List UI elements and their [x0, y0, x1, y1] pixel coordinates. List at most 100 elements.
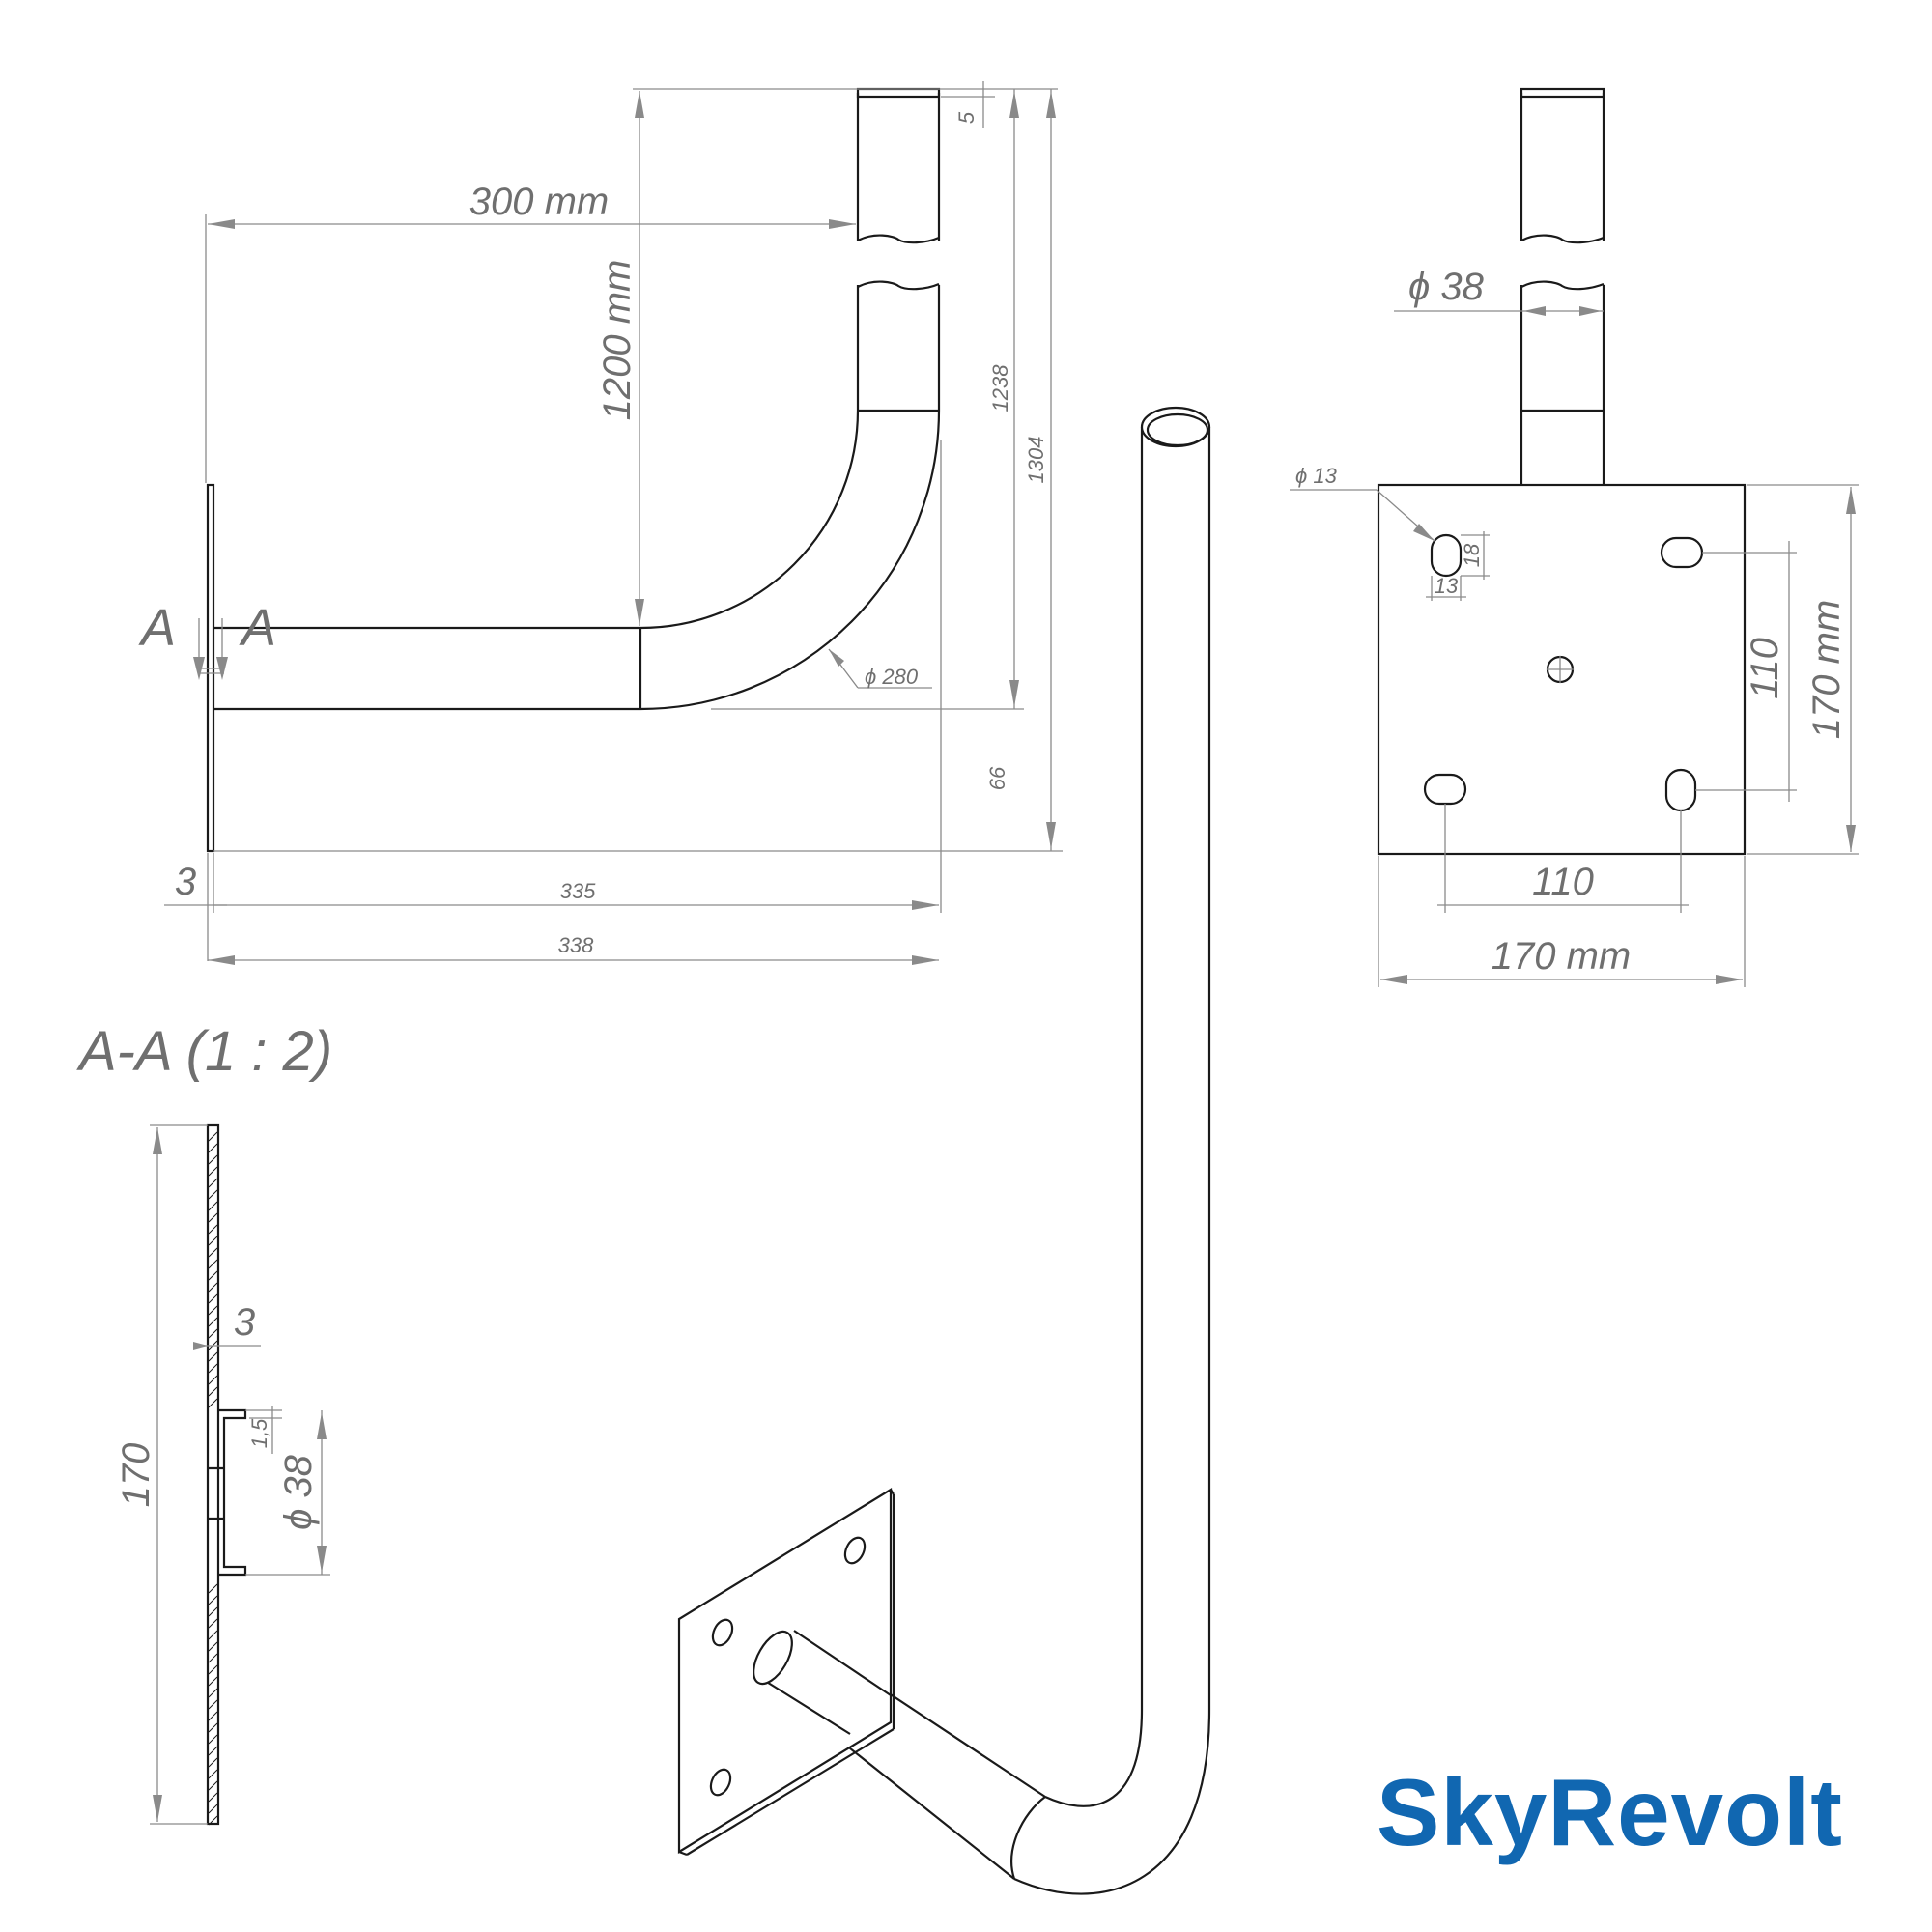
isometric-view	[677, 406, 1211, 1895]
hatch-line	[208, 1201, 218, 1211]
iso-hole-1	[711, 1618, 734, 1647]
hatch-line	[208, 1595, 218, 1605]
dim-plate-width-label: 170 mm	[1492, 935, 1632, 978]
front-tube-cap	[1520, 87, 1605, 99]
side-bend	[639, 410, 941, 711]
dim-cap-5-label: 5	[954, 111, 979, 124]
hatch-line	[208, 1606, 218, 1617]
hatch-line	[208, 1780, 218, 1791]
hatch-line	[208, 1293, 218, 1304]
side-vertical-tube-lower	[856, 285, 941, 411]
side-view: 300 mm 1200 mm 5 1238 1304 66 ϕ 280	[138, 81, 1063, 965]
hatch-line	[208, 1630, 218, 1640]
cut-marker-right: A	[239, 599, 276, 657]
hatch-line	[208, 1236, 218, 1246]
dim-338-label: 338	[558, 933, 594, 957]
front-mounting-plate	[1377, 483, 1747, 856]
hatch-line	[208, 1757, 218, 1768]
hatch-line	[208, 1143, 218, 1153]
dim-hole-13-label: ϕ 13	[1295, 464, 1338, 488]
iso-mast	[1140, 427, 1211, 1710]
side-break-lower	[857, 280, 940, 291]
dim-bend-280-label: ϕ 280	[865, 665, 919, 689]
hatch-line	[208, 1270, 218, 1281]
hatch-line	[208, 1769, 218, 1779]
brand-logo: SkyRevolt	[1377, 1759, 1843, 1865]
hatch-line	[208, 1247, 218, 1258]
hatch-line	[208, 1131, 218, 1142]
hatch-line	[208, 1676, 218, 1687]
hatch-line	[208, 1212, 218, 1223]
hatch-line	[208, 1259, 218, 1269]
section-plate	[206, 1123, 220, 1826]
iso-arm-root	[753, 1630, 793, 1686]
front-tube-lower	[1520, 285, 1605, 485]
hatch-line	[208, 1305, 218, 1316]
section-title: A-A (1 : 2)	[76, 1020, 332, 1083]
dim-hole-spacing-vertical-label: 110	[1744, 638, 1786, 699]
hatch-line	[208, 1815, 218, 1826]
cut-marker-left: A	[138, 599, 176, 657]
dim-slot-18-label: 18	[1460, 543, 1484, 567]
iso-bend-joint	[1010, 1796, 1046, 1880]
dim-1238-label: 1238	[988, 364, 1012, 412]
slot-bottom-right	[1664, 768, 1697, 812]
hatch-line	[208, 1317, 218, 1327]
hatch-line	[208, 1224, 218, 1235]
dim-335-label: 335	[560, 879, 596, 903]
section-diameter-label: ϕ 38	[277, 1454, 320, 1530]
iso-arm-stub	[764, 1630, 892, 1735]
hatch-line	[208, 1746, 218, 1756]
section-tube-stub	[218, 1408, 247, 1577]
hatch-line	[208, 1583, 218, 1594]
slot-top-right	[1660, 536, 1704, 569]
dim-1304-label: 1304	[1024, 437, 1048, 484]
hatch-line	[208, 1166, 218, 1177]
side-horizontal-arm	[213, 626, 640, 711]
section-view: A-A (1 : 2) 170 3 1,5 ϕ 38	[76, 1020, 332, 1826]
hatch-line	[208, 1641, 218, 1652]
iso-hole-3	[709, 1768, 732, 1797]
hatch-line	[208, 1711, 218, 1721]
hatch-line	[208, 1363, 218, 1374]
hatch-line	[208, 1618, 218, 1629]
front-break-upper	[1520, 234, 1605, 244]
slot-bottom-left	[1423, 773, 1467, 806]
side-tube-cap	[856, 87, 941, 99]
front-break-lower	[1520, 280, 1605, 291]
hatch-line	[208, 1688, 218, 1698]
hatch-line	[208, 1792, 218, 1803]
hatch-line	[208, 1178, 218, 1188]
hatch-line	[208, 1375, 218, 1385]
hatch-line	[208, 1328, 218, 1339]
hatch-line	[208, 1282, 218, 1293]
dim-tube-diameter-label: ϕ 38	[1408, 266, 1485, 308]
hatch-line	[208, 1804, 218, 1814]
hatch-line	[208, 1653, 218, 1663]
hatch-line	[208, 1722, 218, 1733]
iso-mounting-plate	[677, 1488, 893, 1854]
hatch-line	[208, 1664, 218, 1675]
dim-66-label: 66	[985, 766, 1009, 790]
front-view: ϕ 38 ϕ 13 18 13 110	[1290, 87, 1859, 987]
dim-plate-3-label: 3	[175, 861, 196, 903]
iso-hole-2	[843, 1536, 867, 1565]
side-vertical-tube-upper	[856, 93, 941, 242]
iso-mast-cap-inner	[1146, 412, 1209, 447]
side-break-upper	[857, 234, 940, 244]
iso-bend-inner	[1044, 1709, 1144, 1807]
section-hatching	[208, 1131, 218, 1826]
dim-plate-height-label: 170 mm	[1805, 600, 1848, 740]
dim-1200mm-label: 1200 mm	[596, 260, 639, 421]
slot-top-left	[1430, 533, 1463, 578]
hatch-line	[208, 1398, 218, 1408]
hatch-line	[208, 1734, 218, 1745]
dim-slot-13-label: 13	[1435, 574, 1459, 598]
section-height-label: 170	[115, 1443, 157, 1508]
hatch-line	[208, 1386, 218, 1397]
hatch-line	[208, 1189, 218, 1200]
section-wall-label: 1,5	[247, 1418, 271, 1448]
dim-300mm-label: 300 mm	[469, 181, 610, 223]
hatch-line	[208, 1351, 218, 1362]
